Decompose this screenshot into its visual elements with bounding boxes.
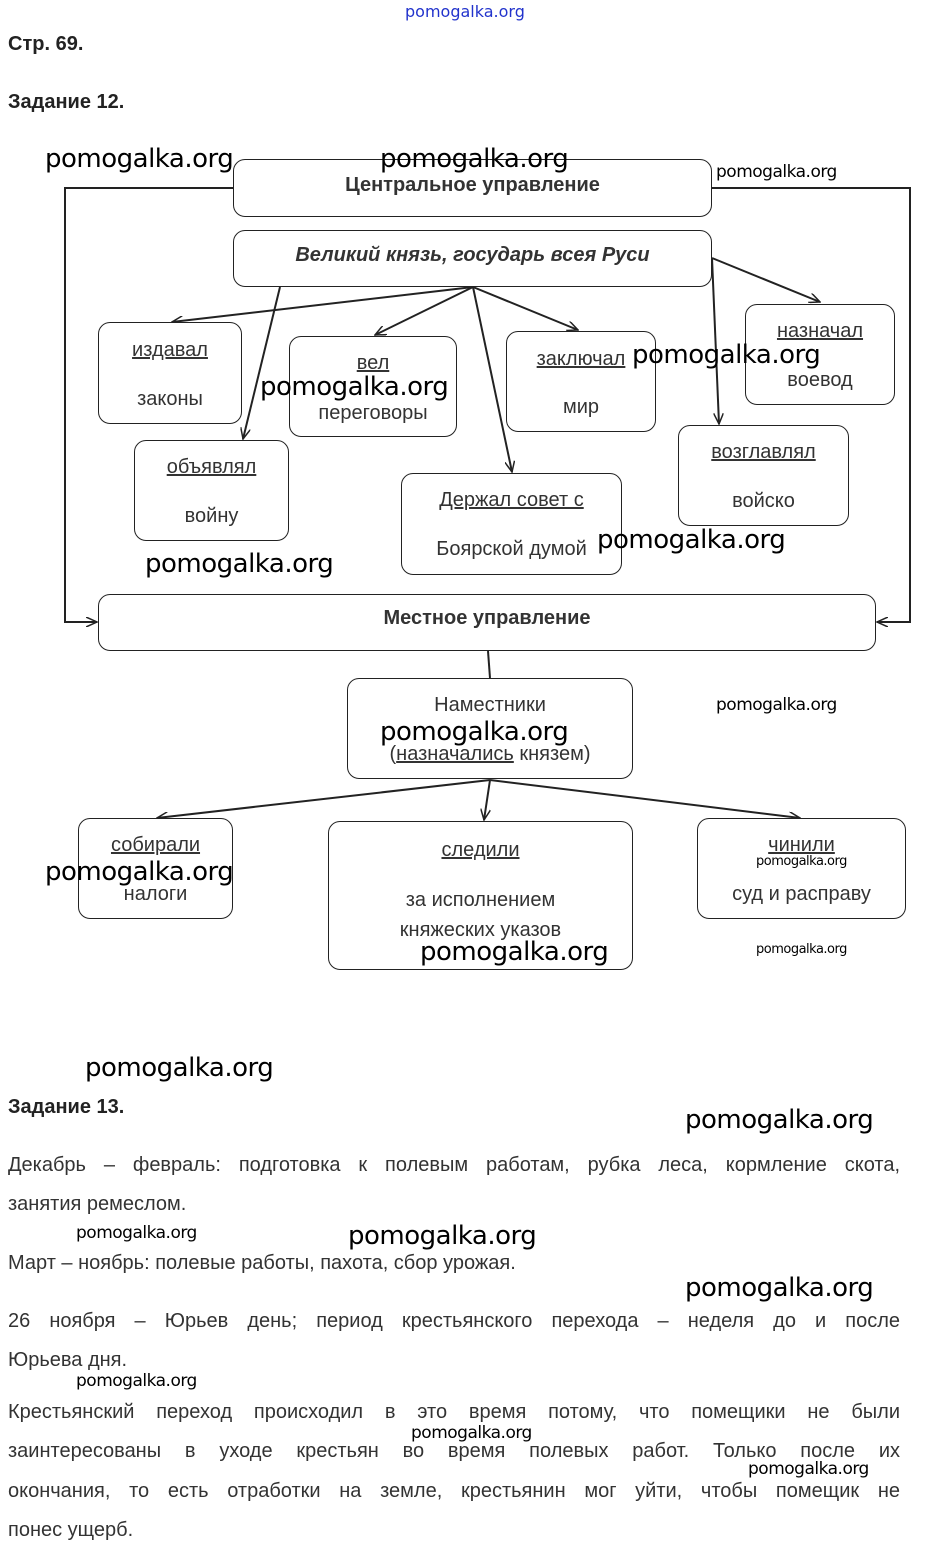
watermark: pomogalka.org (756, 854, 847, 869)
task-12-title: Задание 12. (8, 91, 125, 113)
arrow-chinili (489, 779, 800, 818)
left-connector (64, 187, 233, 622)
watermark: pomogalka.org (716, 695, 837, 715)
watermark: pomogalka.org (45, 857, 234, 887)
watermark: pomogalka.org (748, 1459, 869, 1479)
text-line: Декабрь – февраль: подготовка к полевым … (8, 1154, 900, 1176)
watermark: pomogalka.org (685, 1105, 874, 1135)
object: воевод (787, 369, 853, 391)
watermark: pomogalka.org (420, 937, 609, 967)
object: налоги (123, 883, 188, 905)
diagram-connectors (64, 187, 911, 1000)
verb: чинили (768, 834, 835, 856)
namestniki-note: (назначались князем) (348, 743, 632, 766)
watermark: pomogalka.org (260, 372, 449, 402)
watermark: pomogalka.org (716, 162, 837, 182)
site-link[interactable]: pomogalka.org (405, 2, 525, 21)
verb: Держал совет с (439, 489, 584, 511)
watermark: pomogalka.org (380, 144, 569, 174)
verb: заключал (536, 348, 626, 370)
object: суд и расправу (732, 883, 871, 905)
verb: объявлял (166, 456, 257, 478)
verb: издавал (132, 339, 208, 361)
object-line-2: княжеских указов (399, 919, 562, 941)
text-line: окончания, то есть отработки на земле, к… (8, 1480, 900, 1502)
local-link (487, 650, 491, 679)
arrow-sledili (484, 779, 491, 820)
box-namestniki: Наместники (назначались князем) (347, 678, 633, 779)
verb: вел (356, 352, 390, 374)
box-izdaval: издавал законы (98, 322, 242, 424)
object: мир (562, 396, 600, 418)
text-line: Юрьева дня. (8, 1349, 128, 1371)
watermark: pomogalka.org (756, 942, 847, 957)
watermark: pomogalka.org (76, 1371, 197, 1391)
local-government-box: Местное управление (98, 594, 876, 651)
page-number: Стр. 69. (8, 33, 84, 55)
box-naznachal: назначал воевод (745, 304, 895, 405)
prince-box: Великий князь, государь всея Руси (233, 230, 712, 287)
object: войско (732, 490, 795, 512)
text-line: занятия ремеслом. (8, 1193, 187, 1215)
watermark: pomogalka.org (45, 144, 234, 174)
text-line: Март – ноябрь: полевые работы, пахота, с… (8, 1252, 516, 1274)
arrow-derzhal (472, 286, 512, 472)
watermark: pomogalka.org (685, 1273, 874, 1303)
verb: собирали (110, 834, 201, 856)
local-label: Местное управление (383, 607, 591, 629)
watermark: pomogalka.org (348, 1221, 537, 1251)
arrow-izdaval (172, 286, 474, 322)
arrow-obyavlyal (243, 286, 281, 439)
watermark: pomogalka.org (380, 717, 569, 747)
object-line-1: за исполнением (405, 889, 556, 911)
text-line: 26 ноября – Юрьев день; период крестьянс… (8, 1310, 900, 1332)
rest: князем) (513, 743, 591, 765)
central-government-box: Центральное управление (233, 159, 712, 217)
arrow-naznachal (711, 257, 820, 302)
watermark: pomogalka.org (632, 340, 821, 370)
namestniki-title: Наместники (434, 694, 546, 716)
box-obyavlyal: объявлял войну (134, 440, 289, 541)
box-sobirali: собирали налоги (78, 818, 233, 919)
object: войну (184, 505, 239, 527)
watermark: pomogalka.org (597, 525, 786, 555)
arrow-vel (375, 286, 474, 336)
verb: назначал (776, 320, 864, 342)
paren: ( (389, 743, 397, 765)
watermark: pomogalka.org (76, 1223, 197, 1243)
box-vel: вел переговоры (289, 336, 457, 437)
box-sledili: следили за исполнением княжеских указов (328, 821, 633, 970)
watermark: pomogalka.org (145, 549, 334, 579)
watermark: pomogalka.org (85, 1053, 274, 1083)
arrow-sobirali (157, 779, 491, 818)
verb: следили (441, 839, 520, 861)
underlined-word: назначались (396, 743, 514, 765)
box-vozglavlyal: возглавлял войско (678, 425, 849, 526)
box-zaklyuchal: заключал мир (506, 331, 656, 432)
text-line: Крестьянский переход происходил в это вр… (8, 1401, 900, 1423)
central-label: Центральное управление (345, 174, 600, 196)
text-line: заинтересованы в уходе крестьян во время… (8, 1440, 900, 1462)
box-chinili: чинили суд и расправу (697, 818, 906, 919)
prince-label: Великий князь, государь всея Руси (295, 244, 650, 266)
text-line: понес ущерб. (8, 1519, 134, 1541)
box-derzhal: Держал совет с Боярской думой (401, 473, 622, 575)
arrow-vozglavlyal (711, 257, 719, 424)
watermark: pomogalka.org (411, 1423, 532, 1443)
object: законы (137, 388, 203, 410)
arrow-zaklyuchal (472, 286, 578, 330)
object: Боярской думой (436, 538, 587, 560)
verb: возглавлял (711, 441, 816, 463)
right-connector (712, 187, 911, 622)
task-13-title: Задание 13. (8, 1096, 125, 1118)
object: переговоры (318, 402, 428, 424)
